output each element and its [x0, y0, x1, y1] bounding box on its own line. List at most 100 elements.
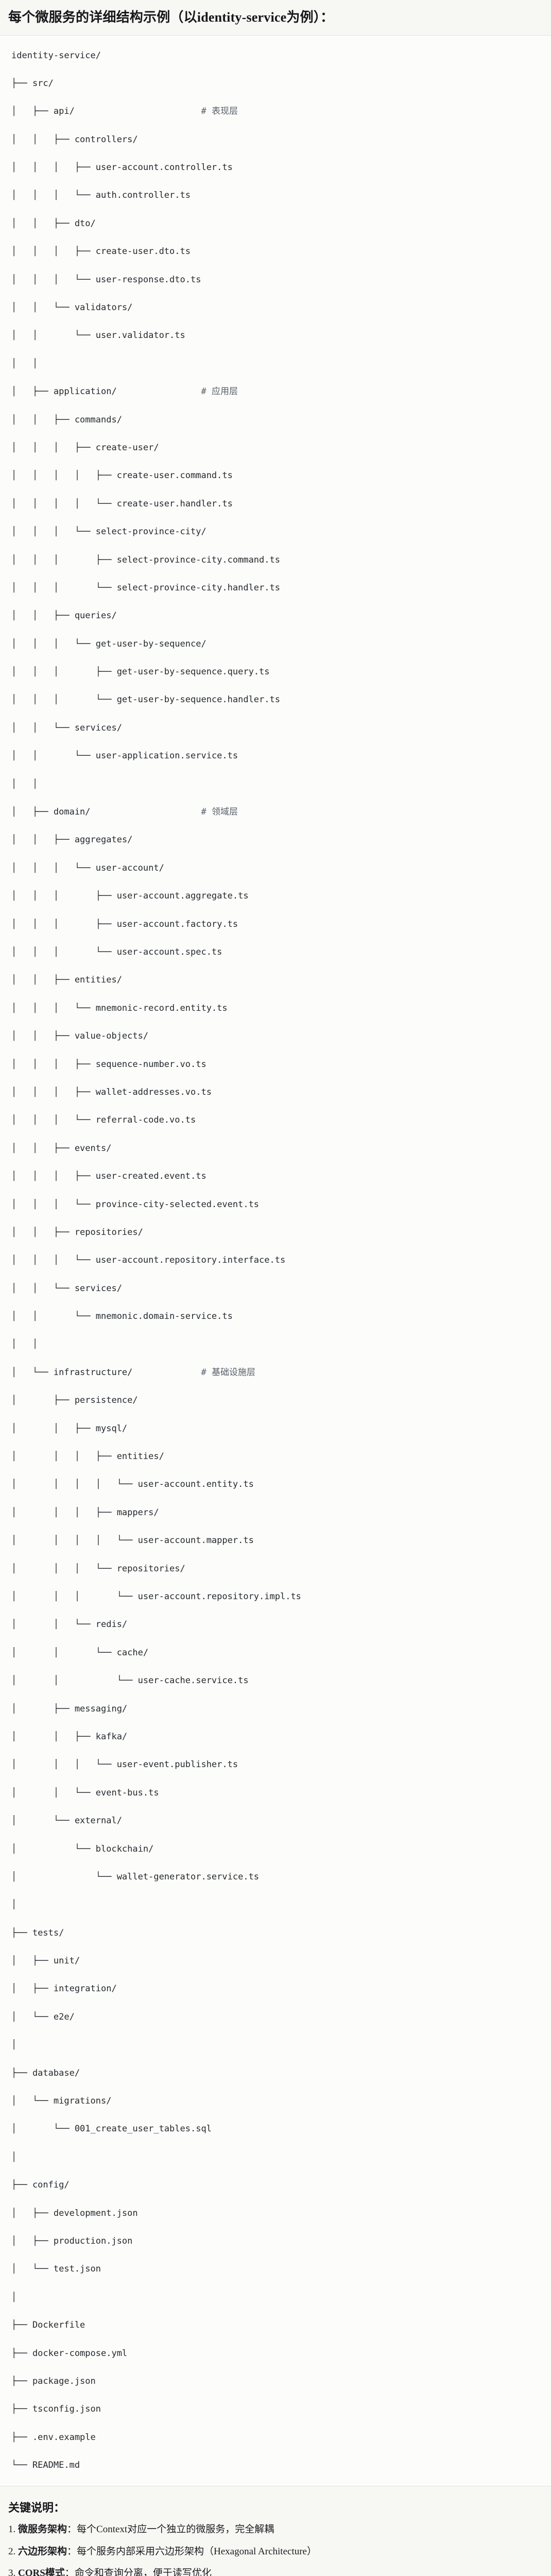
- tree-layer-comment: # 表现层: [201, 106, 238, 117]
- tree-row: │ │ │ └── user-account.repository.impl.t…: [11, 1590, 543, 1604]
- tree-row: │ │ │ └── select-province-city/: [11, 525, 543, 539]
- tree-row: │ ├── persistence/: [11, 1394, 543, 1408]
- tree-row: │ │ │ │ └── create-user.handler.ts: [11, 497, 543, 511]
- tree-row: │ │ ├── mysql/: [11, 1422, 543, 1436]
- tree-node-path: │ │ │ ├── user-account.controller.ts: [11, 162, 233, 173]
- tree-row: │ │ └── redis/: [11, 1618, 543, 1632]
- tree-node-path: │ │ │ ├── wallet-addresses.vo.ts: [11, 1087, 212, 1097]
- tree-node-path: │ ├── production.json: [11, 2235, 133, 2246]
- tree-row: │ │ │ ├── create-user.dto.ts: [11, 245, 543, 259]
- tree-layer-comment: # 基础设施层: [201, 1367, 255, 1378]
- tree-node-path: identity-service/: [11, 50, 101, 61]
- tree-node-path: │ │: [11, 1339, 38, 1350]
- tree-node-path: │ ├── domain/: [11, 807, 91, 818]
- key-note-term: 微服务架构: [18, 2524, 67, 2535]
- tree-row: │ │ ├── entities/: [11, 973, 543, 987]
- tree-node-path: ├── Dockerfile: [11, 2320, 85, 2331]
- tree-node-path: ├── tsconfig.json: [11, 2404, 101, 2415]
- tree-node-path: ├── config/: [11, 2180, 70, 2191]
- tree-node-path: │ └── external/: [11, 1816, 122, 1826]
- tree-node-path: │ │ │ └── select-province-city/: [11, 527, 206, 537]
- tree-layer-comment: # 领域层: [201, 807, 238, 818]
- tree-row: │ ├── integration/: [11, 1982, 543, 1996]
- tree-row: │ │ │ ├── sequence-number.vo.ts: [11, 1058, 543, 1072]
- tree-node-path: │: [11, 1900, 17, 1910]
- tree-row: │ │ │ └── user-event.publisher.ts: [11, 1758, 543, 1772]
- tree-node-path: │ │ ├── events/: [11, 1143, 112, 1154]
- key-note-description: 命令和查询分离，便于读写优化: [74, 2568, 212, 2576]
- tree-node-path: │ ├── integration/: [11, 1984, 117, 1994]
- tree-row: │ └── e2e/: [11, 2010, 543, 2024]
- tree-node-path: │ └── infrastructure/: [11, 1367, 133, 1378]
- tree-row: │ ├── application/ # 应用层: [11, 385, 543, 399]
- tree-row: │ │ │ └── user-account.repository.interf…: [11, 1253, 543, 1267]
- tree-row: │ │ └── services/: [11, 1282, 543, 1296]
- tree-row: │ ├── development.json: [11, 2207, 543, 2221]
- tree-node-path: │ │ └── user.validator.ts: [11, 330, 185, 341]
- tree-node-path: │ │ ├── dto/: [11, 218, 96, 229]
- tree-row: │ │ │ ├── mappers/: [11, 1506, 543, 1520]
- tree-node-path: └── README.md: [11, 2460, 80, 2471]
- tree-node-path: │ │ │ │ └── create-user.handler.ts: [11, 498, 233, 509]
- tree-layer-comment: # 应用层: [201, 386, 238, 397]
- header-band: 每个微服务的详细结构示例（以identity-service为例）：: [0, 0, 551, 36]
- tree-row: │ │ ├── dto/: [11, 217, 543, 231]
- tree-node-path: │ │ ├── queries/: [11, 611, 117, 621]
- key-note-separator: ：: [67, 2546, 77, 2557]
- key-note-term: 六边形架构: [18, 2546, 67, 2557]
- tree-row: │: [11, 2038, 543, 2052]
- tree-row: ├── .env.example: [11, 2431, 543, 2445]
- tree-node-path: │ │ │ └── get-user-by-sequence/: [11, 638, 206, 649]
- tree-node-path: │ │ └── services/: [11, 722, 122, 733]
- tree-row: identity-service/: [11, 49, 543, 63]
- tree-node-path: ├── database/: [11, 2067, 80, 2078]
- key-note-description: 每个服务内部采用六边形架构（Hexagonal Architecture）: [77, 2546, 317, 2557]
- tree-node-path: │ │ │ ├── get-user-by-sequence.query.ts: [11, 667, 270, 677]
- tree-node-path: │ └── blockchain/: [11, 1843, 154, 1854]
- tree-node-path: │ │ ├── commands/: [11, 414, 122, 425]
- tree-row: │ │ │ └── province-city-selected.event.t…: [11, 1198, 543, 1212]
- tree-node-path: │ │ │ ├── user-account.aggregate.ts: [11, 891, 249, 902]
- tree-node-path: │ │ │ ├── select-province-city.command.t…: [11, 554, 280, 565]
- tree-row: │ ├── api/ # 表现层: [11, 105, 543, 118]
- tree-node-path: │: [11, 2040, 17, 2050]
- tree-node-path: │ │ └── event-bus.ts: [11, 1787, 159, 1798]
- tree-node-path: │: [11, 2292, 17, 2302]
- tree-node-path: │ └── e2e/: [11, 2011, 75, 2022]
- tree-row: ├── docker-compose.yml: [11, 2347, 543, 2361]
- tree-row: └── README.md: [11, 2459, 543, 2472]
- tree-row: │ │ ├── events/: [11, 1142, 543, 1156]
- tree-row: │ ├── unit/: [11, 1954, 543, 1968]
- tree-node-path: │ ├── unit/: [11, 1956, 80, 1967]
- tree-row: │ │ └── validators/: [11, 301, 543, 315]
- tree-node-path: │ │ ├── aggregates/: [11, 835, 133, 845]
- tree-node-path: │ │ ├── mysql/: [11, 1423, 128, 1434]
- tree-node-path: │ │: [11, 358, 38, 369]
- tree-node-path: │ │ │ ├── create-user/: [11, 442, 159, 453]
- tree-node-path: │ │ ├── controllers/: [11, 134, 138, 145]
- tree-row: │ │ ├── value-objects/: [11, 1029, 543, 1043]
- tree-row: │ │ │ └── mnemonic-record.entity.ts: [11, 1002, 543, 1015]
- tree-node-path: │: [11, 2151, 17, 2162]
- tree-node-path: │ │ │ └── province-city-selected.event.t…: [11, 1199, 260, 1210]
- tree-node-path: │ │ │ └── get-user-by-sequence.handler.t…: [11, 694, 280, 705]
- tree-node-path: │ │ │ ├── create-user.dto.ts: [11, 246, 191, 257]
- tree-row: │ │ └── user-cache.service.ts: [11, 1674, 543, 1688]
- tree-node-path: │ │ │ ├── sequence-number.vo.ts: [11, 1059, 206, 1070]
- tree-node-path: │ │ │ └── user-event.publisher.ts: [11, 1759, 238, 1770]
- tree-row: │ │ │ │ └── user-account.entity.ts: [11, 1478, 543, 1492]
- tree-node-path: │ │ └── redis/: [11, 1619, 128, 1630]
- tree-node-path: │ │ │ └── referral-code.vo.ts: [11, 1115, 196, 1126]
- key-note-term: CQRS模式: [18, 2568, 65, 2576]
- tree-row: │ │ ├── aggregates/: [11, 833, 543, 847]
- tree-node-path: │ │ │ └── user-account.spec.ts: [11, 947, 222, 957]
- key-note-number: 2.: [8, 2546, 18, 2557]
- tree-row: │ │ ├── kafka/: [11, 1730, 543, 1744]
- tree-node-path: │ │ └── cache/: [11, 1647, 149, 1658]
- tree-row: │ └── external/: [11, 1814, 543, 1828]
- tree-node-path: │ │ │ └── user-account/: [11, 862, 164, 873]
- tree-node-path: │ └── wallet-generator.service.ts: [11, 1871, 260, 1882]
- tree-row: │ │ └── user.validator.ts: [11, 329, 543, 343]
